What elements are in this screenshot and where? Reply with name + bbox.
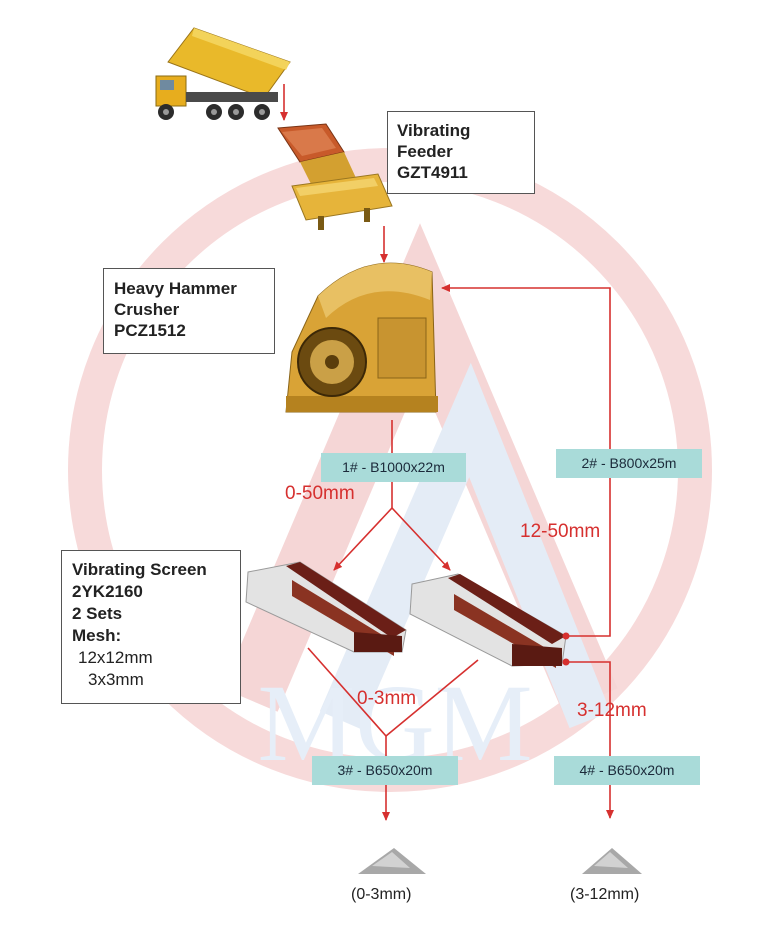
feeder-name-line1: Vibrating <box>397 121 471 140</box>
screen-name: Vibrating Screen <box>72 560 207 579</box>
vibrating-screen-right-icon <box>409 573 567 668</box>
crusher-model: PCZ1512 <box>114 321 186 340</box>
stockpile-medium-icon <box>582 848 642 874</box>
arrow-to-left-screen <box>333 507 393 571</box>
screen-label-box: Vibrating Screen 2YK2160 2 Sets Mesh: 12… <box>61 550 241 704</box>
line-left-fines <box>307 647 387 737</box>
crusher-label-box: Heavy Hammer Crusher PCZ1512 <box>103 268 275 354</box>
junction-dot-oversize <box>562 632 570 640</box>
vibrating-feeder-icon <box>277 123 393 230</box>
screen-mesh-heading: Mesh: <box>72 626 122 645</box>
feeder-model: GZT4911 <box>397 163 468 182</box>
feeder-label-box: Vibrating Feeder GZT4911 <box>387 111 535 194</box>
output-medium-label: (3-12mm) <box>570 886 640 903</box>
crusher-name-line1: Heavy Hammer <box>114 279 237 298</box>
output-fine-label: (0-3mm) <box>351 886 412 903</box>
screen-mesh-coarse: 12x12mm <box>78 648 153 667</box>
size-return-oversize: 12-50mm <box>520 521 601 542</box>
belt-3-tag: 3# - B650x20m <box>312 756 458 785</box>
line-right-fines <box>385 659 479 737</box>
size-crusher-output: 0-50mm <box>285 483 355 504</box>
arrow-to-right-screen <box>391 507 451 571</box>
size-medium-fraction: 3-12mm <box>577 700 647 721</box>
hammer-crusher-icon <box>285 262 438 413</box>
stockpile-fine-icon <box>358 848 426 874</box>
belt-4-tag: 4# - B650x20m <box>554 756 700 785</box>
junction-dot-medium <box>562 658 570 666</box>
belt-2-tag: 2# - B800x25m <box>556 449 702 478</box>
screen-quantity: 2 Sets <box>72 604 123 623</box>
belt-1-tag: 1# - B1000x22m <box>321 453 466 482</box>
crusher-name-line2: Crusher <box>114 300 180 319</box>
screen-mesh-fine: 3x3mm <box>88 670 144 689</box>
vibrating-screen-left-icon <box>245 561 407 656</box>
size-fine-fraction: 0-3mm <box>357 688 417 709</box>
dump-truck-icon <box>155 27 291 120</box>
screen-model: 2YK2160 <box>72 582 143 601</box>
feeder-name-line2: Feeder <box>397 142 453 161</box>
